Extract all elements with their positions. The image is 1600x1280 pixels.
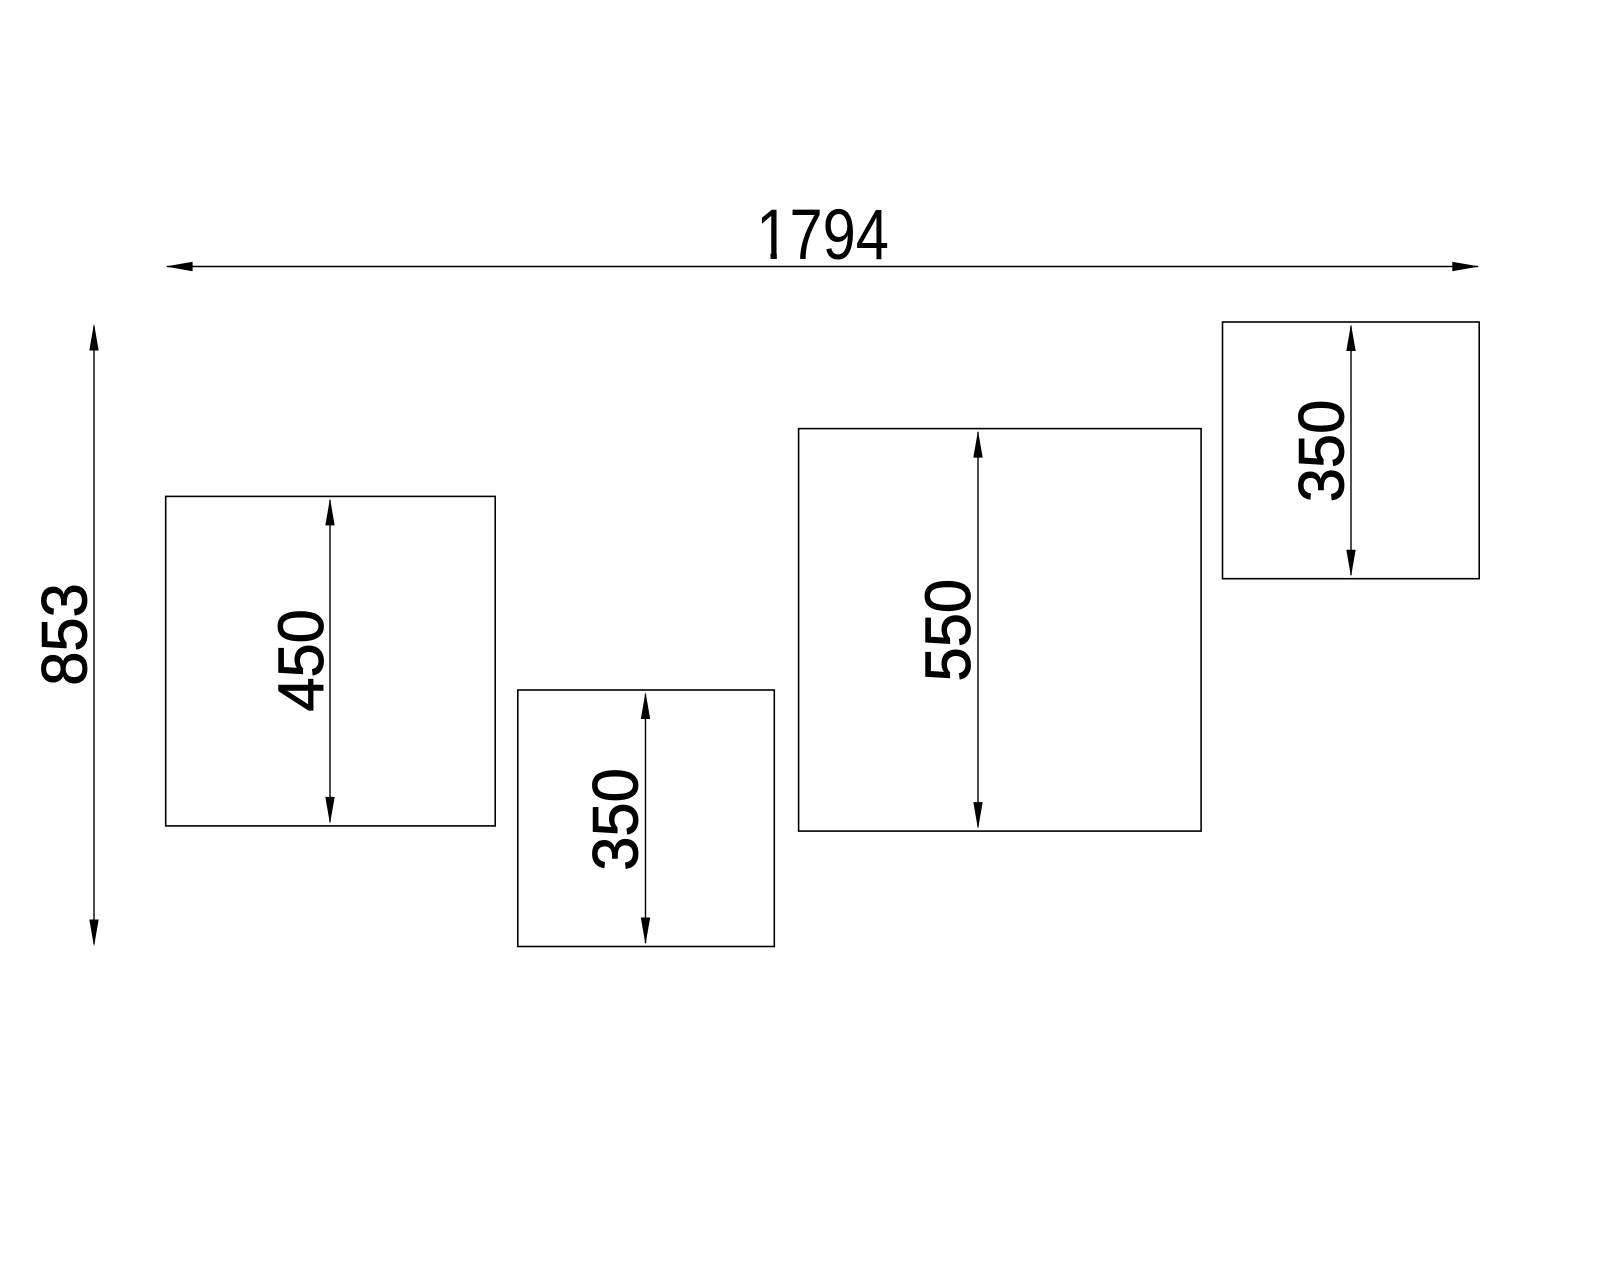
svg-text:350: 350 [580, 768, 651, 870]
svg-text:550: 550 [913, 579, 984, 681]
svg-text:350: 350 [1286, 400, 1357, 502]
svg-text:853: 853 [29, 583, 100, 685]
svg-text:1794: 1794 [756, 195, 889, 274]
svg-text:450: 450 [266, 609, 337, 711]
